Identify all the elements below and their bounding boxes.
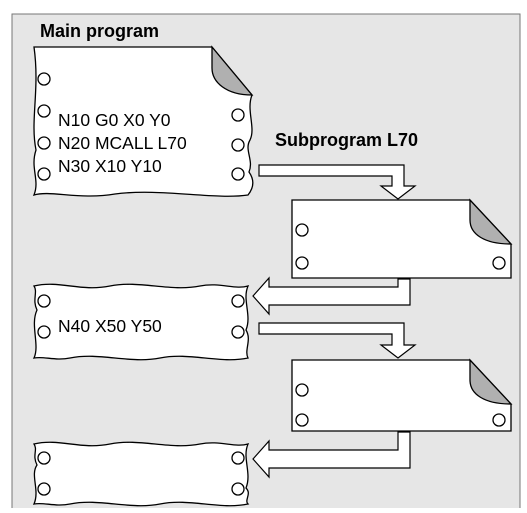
- binder-hole-icon: [38, 137, 50, 149]
- binder-hole-icon: [296, 414, 308, 426]
- binder-hole-icon: [38, 483, 50, 495]
- main-program-line: N10 G0 X0 Y0: [58, 110, 171, 130]
- binder-hole-icon: [38, 326, 50, 338]
- main-program-continuation-card: N40 X50 Y50: [34, 284, 248, 359]
- binder-hole-icon: [38, 73, 50, 85]
- binder-hole-icon: [232, 139, 244, 151]
- binder-hole-icon: [493, 257, 505, 269]
- binder-hole-icon: [38, 452, 50, 464]
- main-program-continuation-card: [34, 442, 248, 505]
- binder-hole-icon: [38, 295, 50, 307]
- binder-hole-icon: [232, 168, 244, 180]
- binder-hole-icon: [38, 105, 50, 117]
- subprogram-title: Subprogram L70: [275, 130, 418, 150]
- binder-hole-icon: [296, 384, 308, 396]
- binder-hole-icon: [38, 168, 50, 180]
- binder-hole-icon: [232, 483, 244, 495]
- binder-hole-icon: [493, 414, 505, 426]
- binder-hole-icon: [232, 295, 244, 307]
- continuation-card-outline: [34, 442, 248, 505]
- main-program-card: N10 G0 X0 Y0 N20 MCALL L70 N30 X10 Y10: [34, 47, 253, 196]
- subprogram-card: [292, 200, 511, 278]
- binder-hole-icon: [232, 109, 244, 121]
- binder-hole-icon: [296, 257, 308, 269]
- subprogram-card: [292, 360, 511, 431]
- continuation-line: N40 X50 Y50: [58, 316, 162, 336]
- binder-hole-icon: [296, 224, 308, 236]
- main-program-line: N20 MCALL L70: [58, 133, 187, 153]
- binder-hole-icon: [232, 326, 244, 338]
- main-program-title: Main program: [40, 21, 159, 41]
- main-program-line: N30 X10 Y10: [58, 156, 162, 176]
- binder-hole-icon: [232, 452, 244, 464]
